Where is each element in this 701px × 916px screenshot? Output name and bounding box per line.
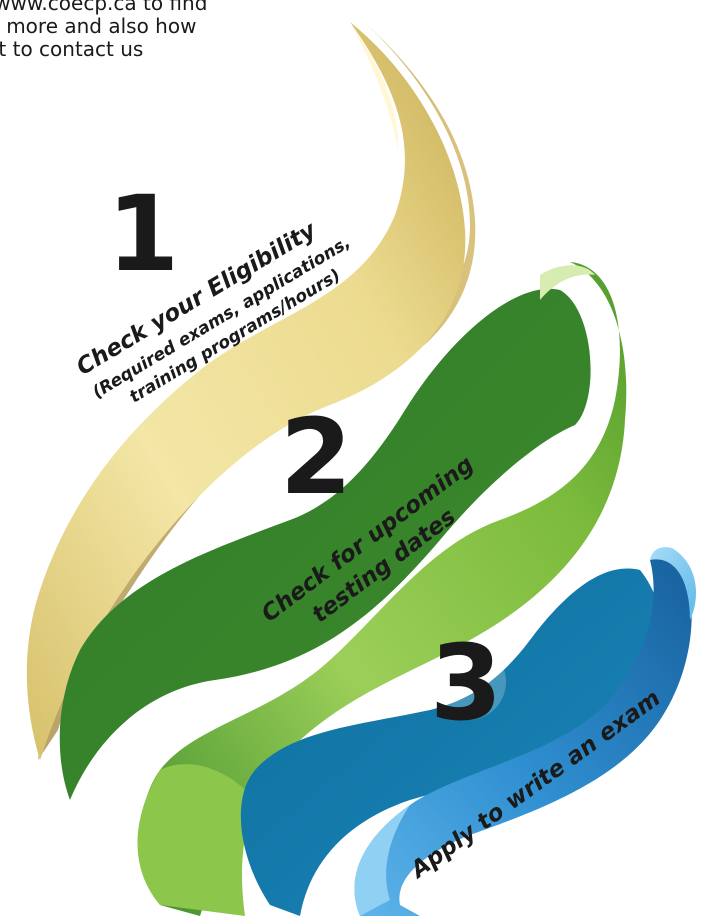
intro-line-1: t www.coecp.ca to find	[0, 0, 208, 15]
intro-text: t www.coecp.ca to find t more and also h…	[0, 0, 290, 61]
step-1-number: 1	[107, 173, 179, 295]
intro-line-2: t more and also how	[0, 14, 197, 38]
ribbon-step-3	[354, 548, 692, 916]
ribbon-step-2-rim	[540, 265, 595, 300]
ribbon-step-3-rim	[650, 547, 697, 620]
ribbon-step-3-back	[240, 568, 662, 916]
ribbon-step-2	[141, 262, 627, 916]
ribbon-step-1	[26, 22, 466, 760]
intro-line-3: st to contact us	[0, 37, 144, 61]
step-2-badge	[284, 416, 352, 484]
ribbon-step-2-lowerfill	[137, 764, 255, 916]
ribbon-step-3-lower-rim	[354, 805, 410, 916]
step-2-number: 2	[280, 396, 352, 518]
step-3-badge	[430, 644, 506, 720]
step-3-number: 3	[430, 622, 502, 744]
ribbon-step-2-back	[59, 288, 591, 800]
